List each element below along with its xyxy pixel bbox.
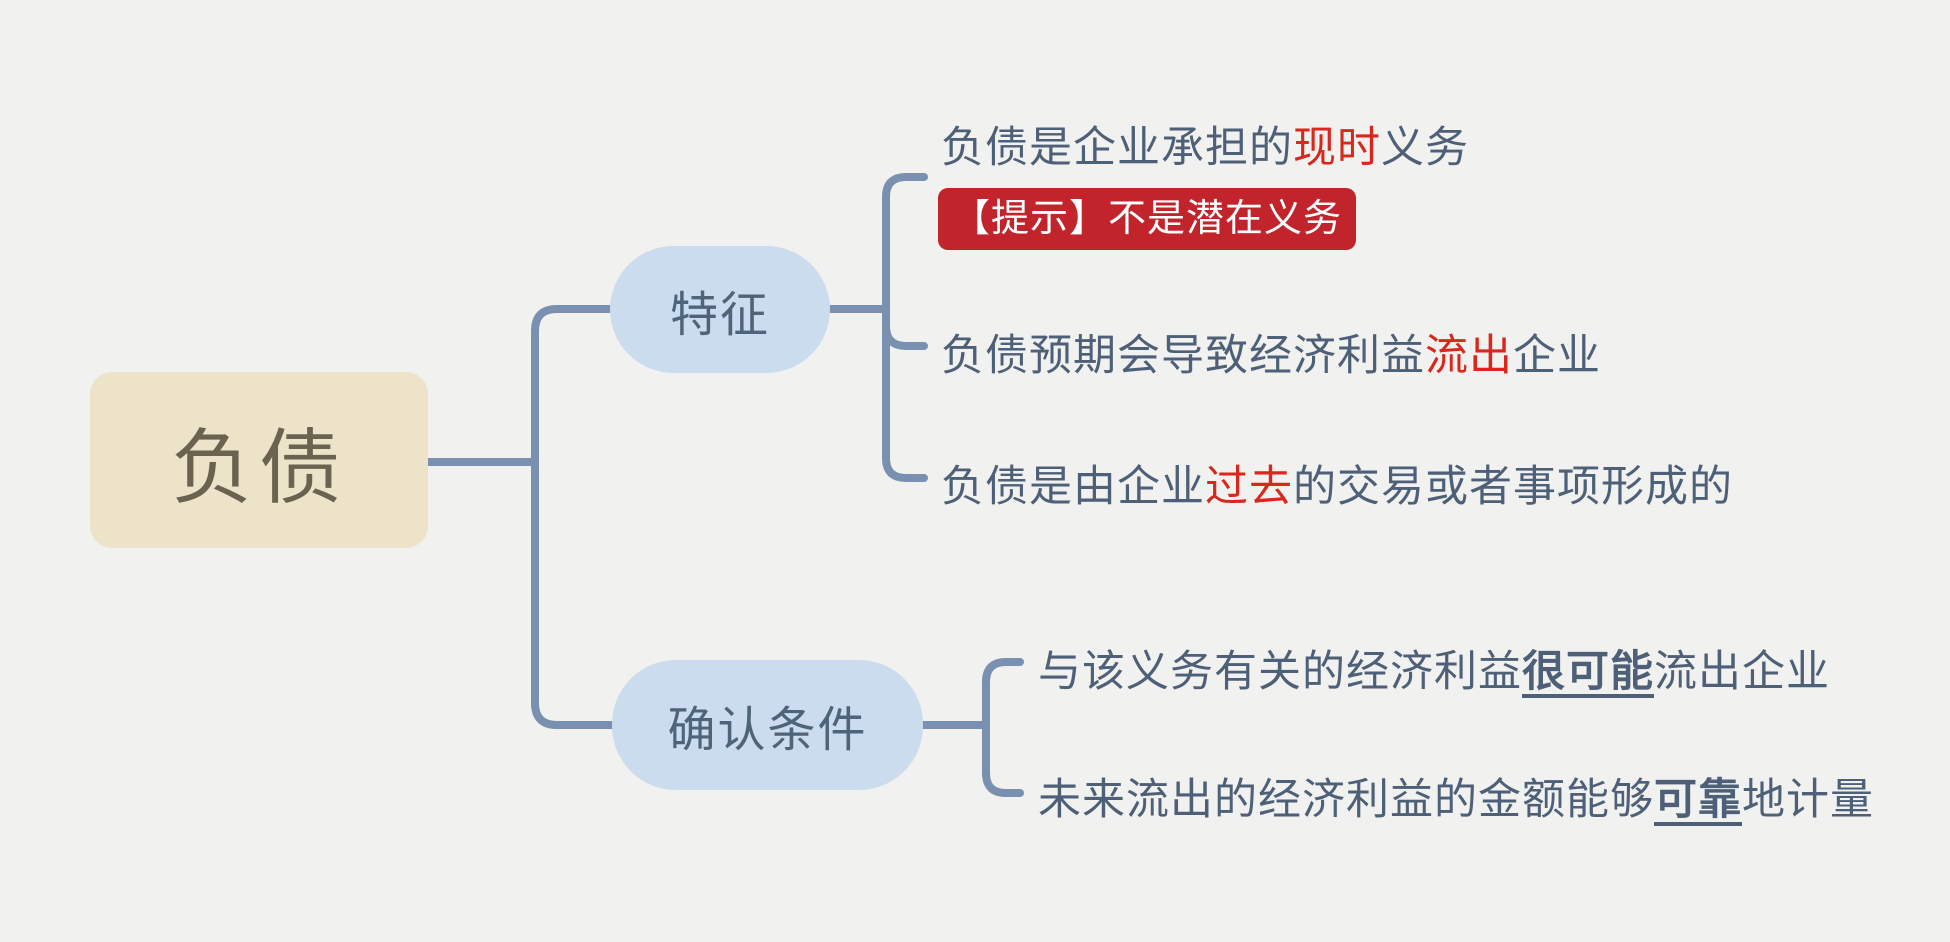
connector-feature-bracket bbox=[882, 173, 928, 482]
connector-feature-mid-stub bbox=[882, 322, 928, 350]
leaf-text-segment: 企业 bbox=[1513, 332, 1601, 380]
leaf-text-segment: 义务 bbox=[1381, 124, 1469, 172]
leaf-past-transactions: 负债是由企业过去的交易或者事项形成的 bbox=[941, 462, 1733, 512]
leaf-highlight-red: 过去 bbox=[1205, 463, 1293, 511]
leaf-highlight-red: 流出 bbox=[1425, 332, 1513, 380]
leaf-text-segment: 负债预期会导致经济利益 bbox=[941, 332, 1425, 380]
leaf-text-segment: 未来流出的经济利益的金额能够 bbox=[1038, 776, 1654, 824]
root-node-liability: 负债 bbox=[90, 372, 428, 548]
leaf-text-segment: 流出企业 bbox=[1654, 648, 1830, 696]
branch-node-characteristics: 特征 bbox=[610, 246, 830, 373]
connector-trunk bbox=[531, 305, 616, 729]
leaf-text-segment: 与该义务有关的经济利益 bbox=[1038, 648, 1522, 696]
leaf-text-segment: 地计量 bbox=[1742, 776, 1874, 824]
leaf-reliable-measurement: 未来流出的经济利益的金额能够可靠地计量 bbox=[1038, 775, 1874, 825]
leaf-highlight-bold-underline: 很可能 bbox=[1522, 648, 1654, 696]
leaf-highlight-red: 现时 bbox=[1293, 124, 1381, 172]
leaf-text-segment: 的交易或者事项形成的 bbox=[1293, 463, 1733, 511]
leaf-text-segment: 负债是由企业 bbox=[941, 463, 1205, 511]
leaf-economic-outflow: 负债预期会导致经济利益流出企业 bbox=[941, 331, 1601, 381]
tip-badge-not-potential-obligation: 【提示】不是潜在义务 bbox=[938, 188, 1357, 250]
branch-node-recognition-criteria: 确认条件 bbox=[612, 660, 923, 790]
leaf-present-obligation: 负债是企业承担的现时义务 bbox=[941, 123, 1469, 173]
connector-recognition-bracket bbox=[982, 658, 1024, 797]
leaf-text-segment: 负债是企业承担的 bbox=[941, 124, 1293, 172]
leaf-probable-outflow: 与该义务有关的经济利益很可能流出企业 bbox=[1038, 647, 1830, 697]
leaf-highlight-bold-underline: 可靠 bbox=[1654, 776, 1742, 824]
